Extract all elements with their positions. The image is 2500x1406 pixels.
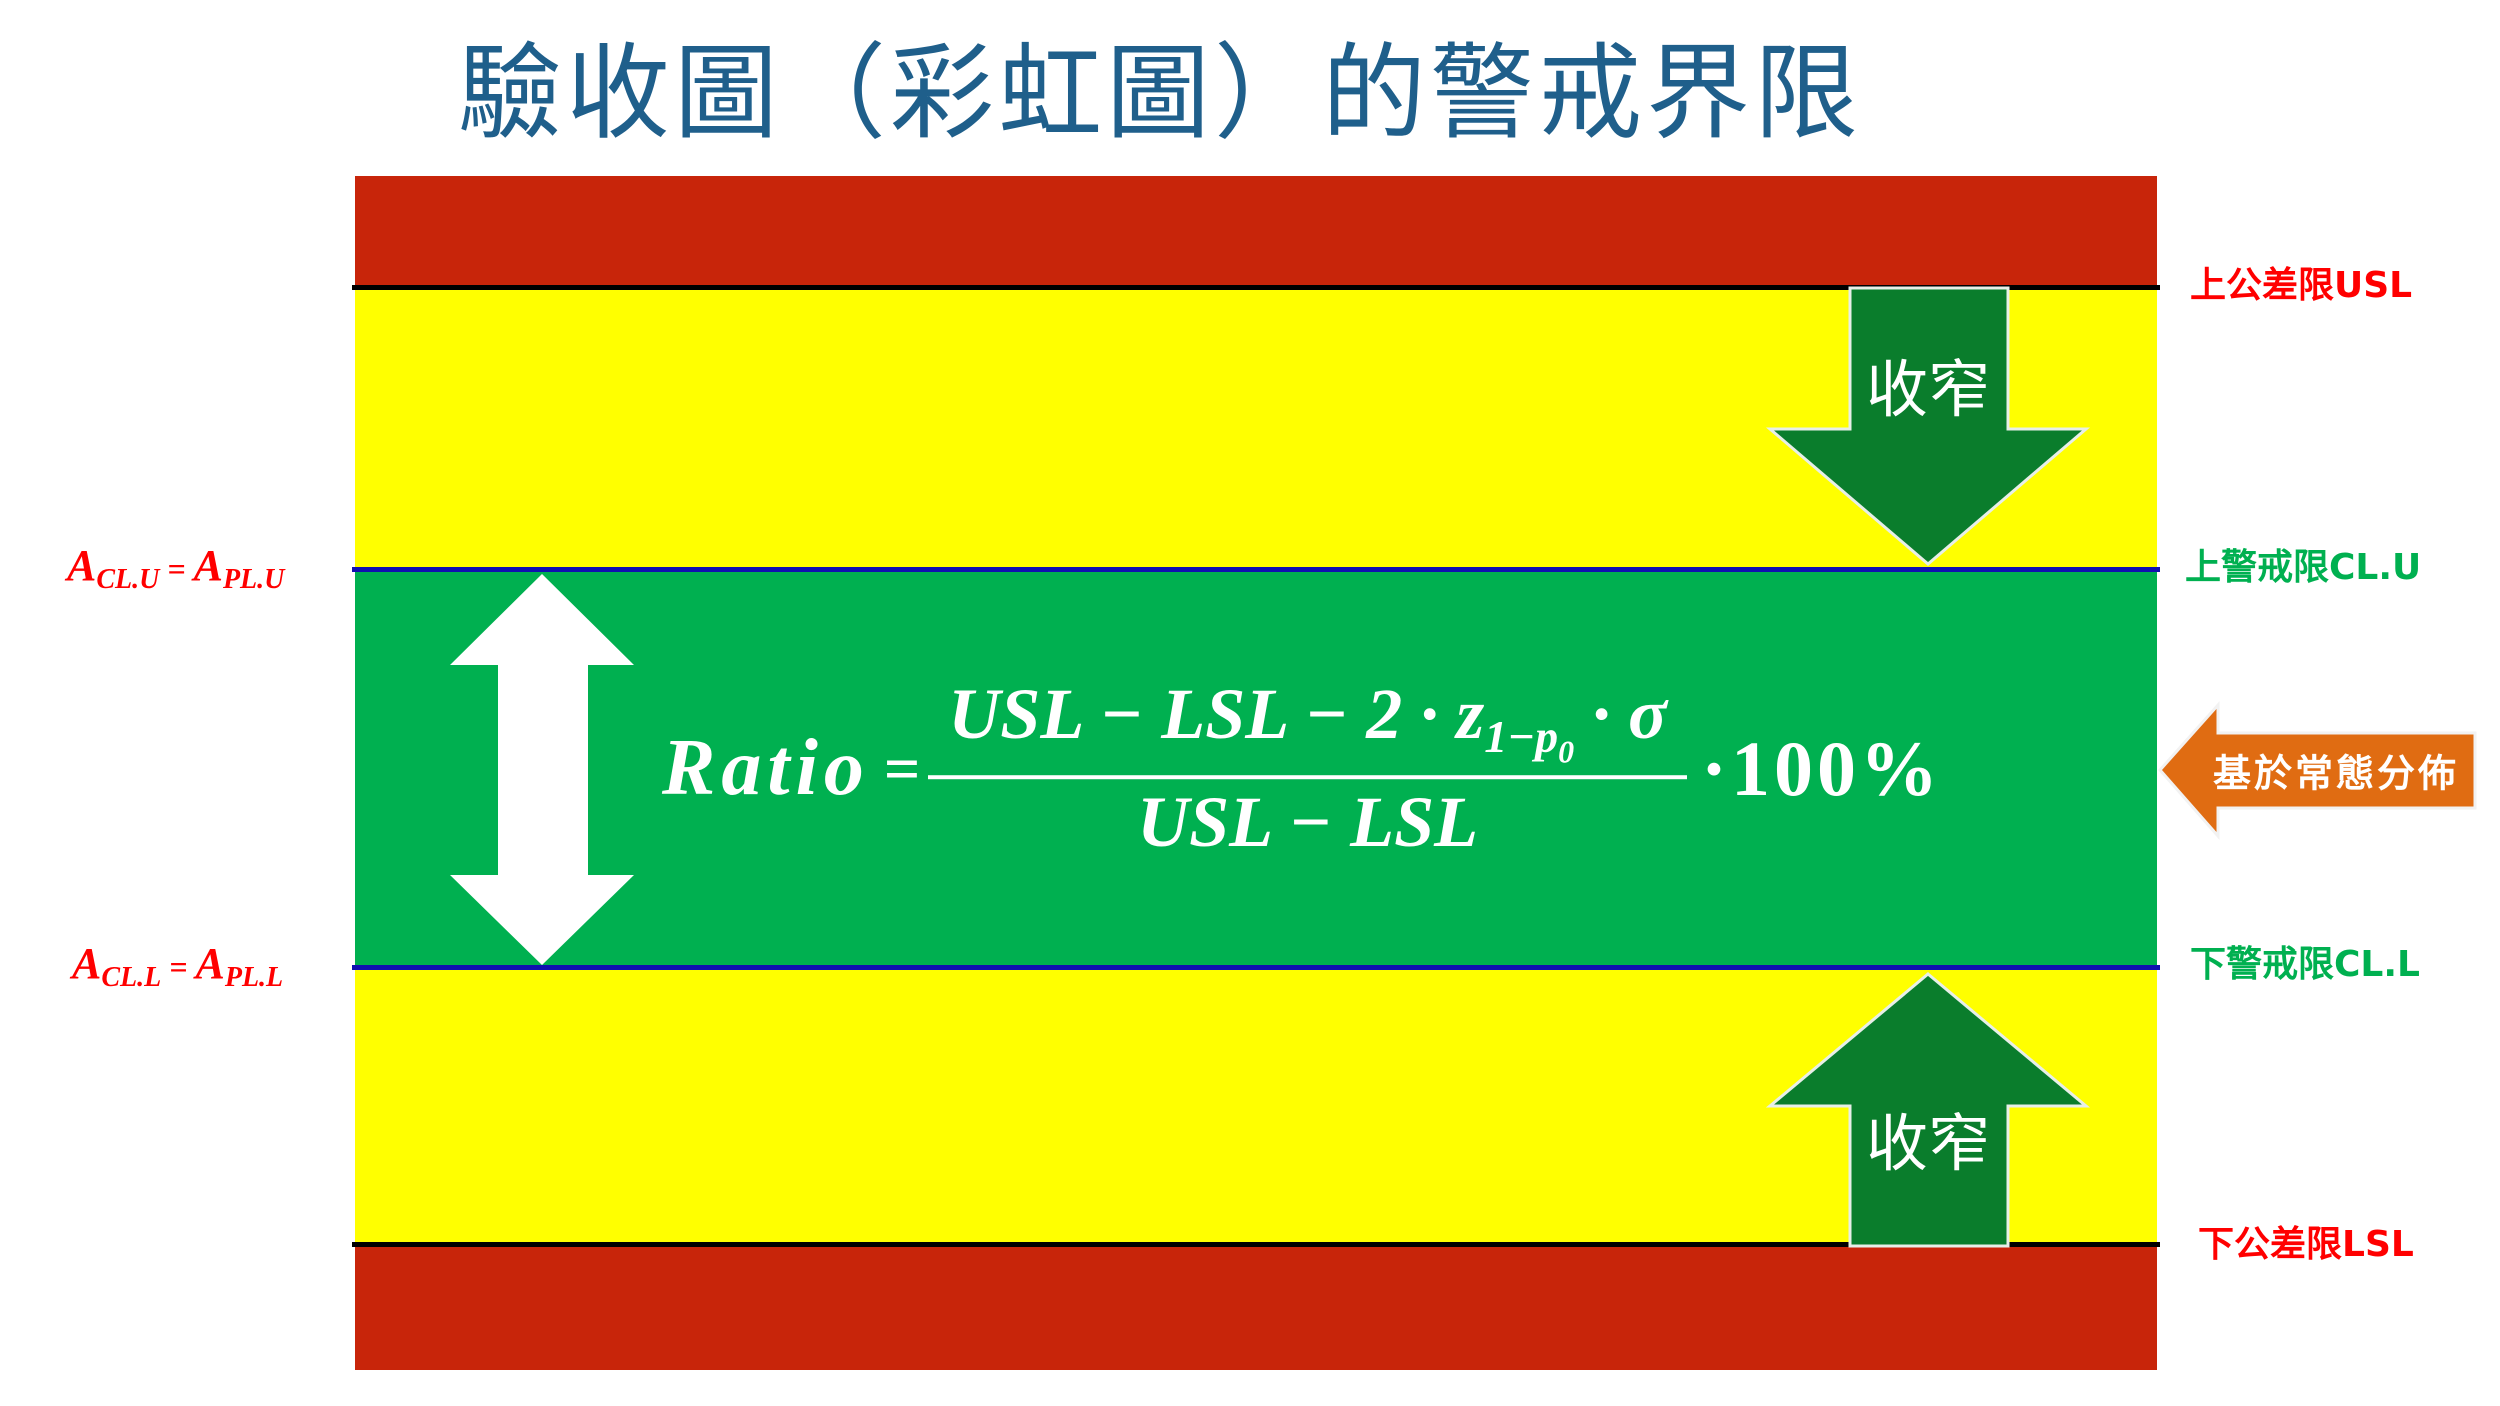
narrow-bottom-label: 收窄 <box>1865 1107 1991 1180</box>
basis-arrow-icon <box>2157 701 2477 840</box>
clu-label: 上警戒限CL.U <box>2185 547 2422 588</box>
ratio-formula: Ratio = USL − LSL − 2 · z1−p0 · σ USL − … <box>662 675 1942 863</box>
double-arrow-icon <box>450 574 634 965</box>
formula-fraction: USL − LSL − 2 · z1−p0 · σ USL − LSL <box>928 675 1687 863</box>
fraction-bar <box>928 775 1687 780</box>
formula-denominator: USL − LSL <box>1137 782 1479 863</box>
formula-lhs: Ratio <box>662 724 870 813</box>
usl-label: 上公差限USL <box>2190 265 2413 306</box>
basis-label: 基於常態分佈 <box>2212 751 2460 796</box>
lsl-label: 下公差限LSL <box>2198 1224 2414 1265</box>
upper-limit-equation: ACL.U = APL.U <box>67 541 285 595</box>
upper-tolerance-zone <box>355 176 2157 288</box>
lower-limit-equation: ACL.L = APL.L <box>72 939 284 993</box>
cll-label: 下警戒限CL.L <box>2190 944 2420 985</box>
formula-numerator: USL − LSL − 2 · z1−p0 · σ <box>948 674 1667 770</box>
formula-multiplier: ·100% <box>1700 725 1942 812</box>
narrow-up-arrow-icon <box>1765 972 2091 1248</box>
narrow-top-label: 收窄 <box>1865 353 1991 426</box>
acceptance-zone <box>355 570 2157 968</box>
cll-line <box>352 965 2160 970</box>
lower-tolerance-zone <box>355 1245 2157 1370</box>
page-title: 驗收圖（彩虹圖）的警戒界限 <box>457 32 1862 154</box>
clu-line <box>352 567 2160 572</box>
usl-line <box>352 285 2160 290</box>
lsl-line <box>352 1242 2160 1247</box>
narrow-down-arrow-icon <box>1765 286 2091 566</box>
formula-equals: = <box>883 733 921 804</box>
